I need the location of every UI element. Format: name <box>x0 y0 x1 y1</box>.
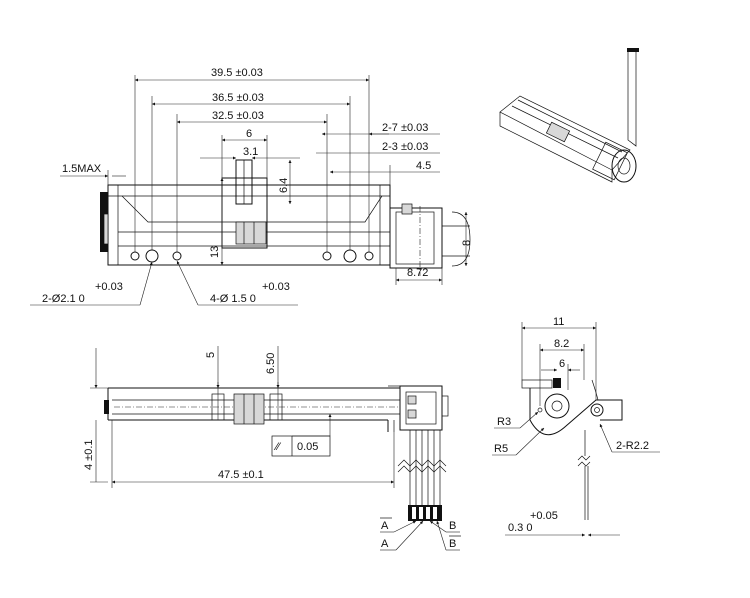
thickness-tolerance: +0.05 <box>530 510 558 522</box>
dim-32-5: 32.5 ±0.03 <box>212 110 264 122</box>
dim-6-top: 6 <box>246 128 252 140</box>
radius-2-r2-2: 2-R2.2 <box>616 440 649 452</box>
side-view: 5 6.50 ⁄⁄ 0.05 4 ±0.1 47.5 ±0.1 A A B <box>83 346 461 551</box>
dim-39-5: 39.5 ±0.03 <box>211 67 263 79</box>
radius-r5: R5 <box>494 443 508 455</box>
dim-47-5: 47.5 ±0.1 <box>218 469 264 481</box>
dim-6-end: 6 <box>559 358 565 370</box>
dim-6-50: 6.50 <box>265 353 277 374</box>
hole-small-callout: 4-Ø 1.5 0 <box>210 293 256 305</box>
hole-large-tolerance: +0.03 <box>95 281 123 293</box>
motor <box>389 203 471 276</box>
dim-2-7: 2-7 ±0.03 <box>382 122 428 134</box>
dim-5: 5 <box>205 352 217 358</box>
dim-1-5max: 1.5MAX <box>62 163 102 175</box>
top-view: 39.5 ±0.03 36.5 ±0.03 32.5 ±0.03 6 3.1 6… <box>30 67 473 306</box>
thickness-value: 0.3 0 <box>508 522 532 534</box>
dim-13: 13 <box>209 246 221 258</box>
dim-11: 11 <box>553 316 564 328</box>
side-motor <box>387 385 449 432</box>
dim-3-1: 3.1 <box>243 146 258 158</box>
carriage <box>221 159 268 249</box>
radius-r3: R3 <box>497 416 511 428</box>
flex-cable <box>397 430 447 521</box>
dim-36-5: 36.5 ±0.03 <box>212 92 264 104</box>
dim-4-0-1: 4 ±0.1 <box>83 439 95 470</box>
isometric-view <box>499 48 639 183</box>
pin-a: A <box>381 538 389 550</box>
dim-4-5: 4.5 <box>416 160 431 172</box>
hole-small-tolerance: +0.03 <box>262 281 290 293</box>
dim-8-2: 8.2 <box>554 338 569 350</box>
dim-6-4: 6.4 <box>278 178 290 193</box>
mounting-holes <box>130 249 374 263</box>
pin-b-bar: B <box>449 538 456 550</box>
dim-8-72: 8.72 <box>407 267 428 279</box>
pin-a-bar: A <box>381 520 389 532</box>
flatness-symbol: ⁄⁄ <box>273 441 282 453</box>
end-bracket <box>521 378 623 436</box>
hole-large-callout: 2-Ø2.1 0 <box>42 293 85 305</box>
dim-8: 8 <box>461 240 473 246</box>
flatness-value: 0.05 <box>297 441 318 453</box>
pin-b: B <box>449 520 456 532</box>
dim-2-3: 2-3 ±0.03 <box>382 141 428 153</box>
end-view: 11 8.2 6 R3 R5 2-R2.2 +0.05 0.3 0 <box>492 316 660 537</box>
